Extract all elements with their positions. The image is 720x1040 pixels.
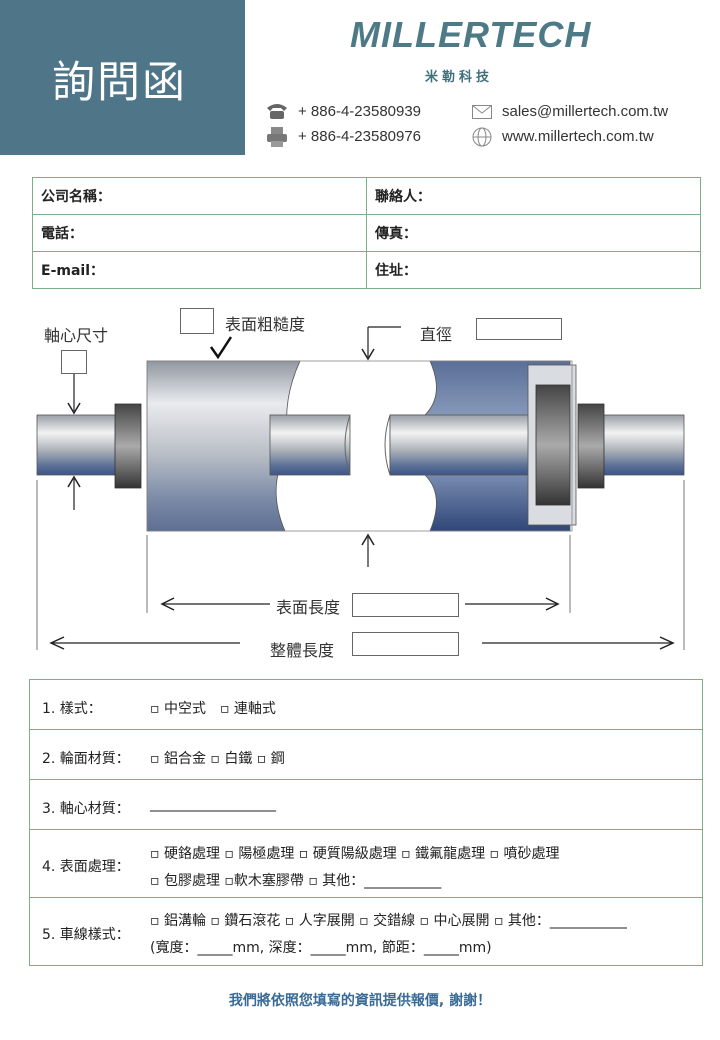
option-choices[interactable]: (寬度：_____mm, 深度：_____mm, 節距：_____mm) <box>150 940 492 956</box>
option-choices[interactable]: __________________ <box>150 796 276 812</box>
contact-person-field[interactable]: 聯絡人： <box>366 177 701 215</box>
globe-icon <box>472 127 492 147</box>
option-choices[interactable]: ▫ 包膠處理 ▫軟木塞膠帶 ▫ 其他：___________ <box>150 873 442 889</box>
option-row-style: 1. 樣式： ▫ 中空式 ▫ 連軸式 <box>29 679 703 730</box>
shaft-size-box[interactable] <box>61 350 87 374</box>
option-label: 4. 表面處理： <box>42 859 130 875</box>
options-table: 1. 樣式： ▫ 中空式 ▫ 連軸式 2. 輪面材質： ▫ 鋁合金 ▫ 白鐵 ▫… <box>29 679 703 966</box>
roller-diagram: 軸心尺寸 表面粗糙度 直徑 表面長度 整體長度 <box>0 295 720 670</box>
surface-length-label: 表面長度 <box>276 598 341 617</box>
option-label: 2. 輪面材質： <box>42 751 130 767</box>
option-choices[interactable]: ▫ 硬鉻處理 ▫ 陽極處理 ▫ 硬質陽級處理 ▫ 鐵氟龍處理 ▫ 噴砂處理 <box>150 846 560 862</box>
option-row-groove-style: 5. 車線樣式： ▫ 鋁溝輪 ▫ 鑽石滾花 ▫ 人字展開 ▫ 交錯線 ▫ 中心展… <box>29 898 703 966</box>
option-label: 1. 樣式： <box>42 701 102 717</box>
page-title: 詢問函 <box>52 58 187 108</box>
fax-number: + 886-4-23580976 <box>298 128 422 145</box>
roughness-label: 表面粗糙度 <box>225 315 306 334</box>
address-field[interactable]: 住址： <box>366 251 701 289</box>
option-choices[interactable]: ▫ 鋁合金 ▫ 白鐵 ▫ 鋼 <box>150 751 285 767</box>
roughness-box[interactable] <box>180 308 214 334</box>
option-choices[interactable]: ▫ 鋁溝輪 ▫ 鑽石滾花 ▫ 人字展開 ▫ 交錯線 ▫ 中心展開 ▫ 其他：__… <box>150 913 627 929</box>
phone-icon <box>267 104 287 119</box>
mail-icon <box>472 105 492 119</box>
fax-icon <box>267 127 287 147</box>
surface-length-box[interactable] <box>352 593 459 617</box>
company-field[interactable]: 公司名稱： <box>32 177 367 215</box>
footer-note: 我們將依照您填寫的資訊提供報價, 謝謝！ <box>228 993 492 1009</box>
info-table: 公司名稱： 聯絡人： 電話： 傳真： E-mail： 住址： <box>32 177 701 289</box>
total-length-label: 整體長度 <box>270 641 335 660</box>
option-choices[interactable]: ▫ 中空式 ▫ 連軸式 <box>150 701 276 717</box>
diameter-label: 直徑 <box>420 325 453 344</box>
title-block: 詢問函 <box>0 0 245 155</box>
total-length-box[interactable] <box>352 632 459 656</box>
phone-number: + 886-4-23580939 <box>298 103 422 120</box>
roller-illustration <box>36 326 685 650</box>
option-row-shaft-material: 3. 軸心材質： __________________ <box>29 780 703 830</box>
diameter-box[interactable] <box>476 318 562 340</box>
option-row-surface-treatment: 4. 表面處理： ▫ 硬鉻處理 ▫ 陽極處理 ▫ 硬質陽級處理 ▫ 鐵氟龍處理 … <box>29 830 703 898</box>
option-label: 3. 軸心材質： <box>42 801 130 817</box>
fax-field[interactable]: 傳真： <box>366 214 701 252</box>
email-address[interactable]: sales@millertech.com.tw <box>502 103 669 120</box>
brand-name: MILLERTECH <box>350 14 592 55</box>
brand-subtitle: 米勒科技 <box>425 70 494 85</box>
email-field[interactable]: E-mail： <box>32 251 367 289</box>
option-label: 5. 車線樣式： <box>42 927 130 943</box>
brand-logo: MILLERTECH <box>350 14 590 62</box>
option-row-surface-material: 2. 輪面材質： ▫ 鋁合金 ▫ 白鐵 ▫ 鋼 <box>29 730 703 780</box>
website-url[interactable]: www.millertech.com.tw <box>502 128 654 145</box>
tel-field[interactable]: 電話： <box>32 214 367 252</box>
shaft-size-label: 軸心尺寸 <box>44 326 109 345</box>
